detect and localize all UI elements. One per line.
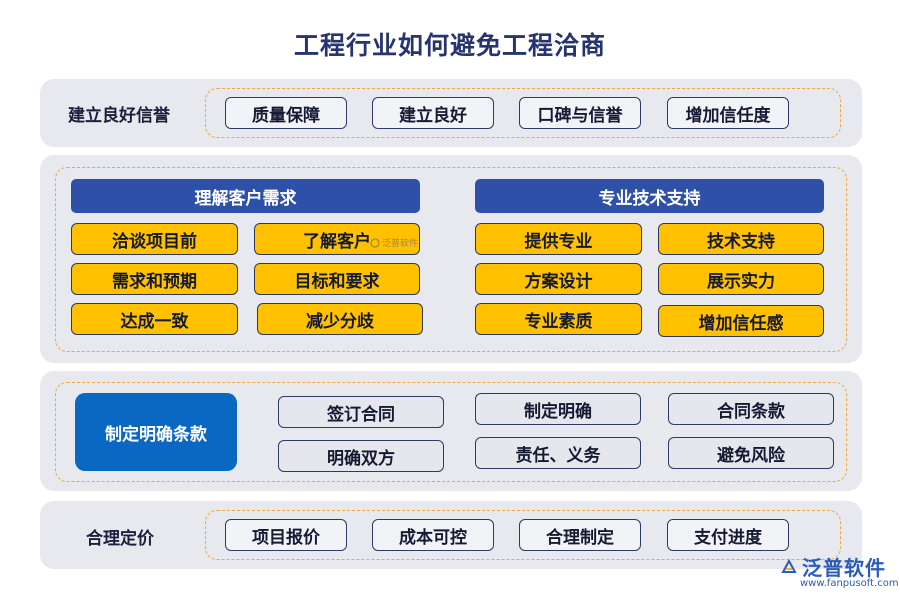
terms-item: 合同条款 bbox=[668, 393, 834, 425]
pricing-label: 合理定价 bbox=[86, 529, 154, 549]
needs-dashed-frame bbox=[55, 167, 847, 352]
terms-item: 明确双方 bbox=[278, 440, 444, 472]
terms-item: 制定明确 bbox=[475, 393, 641, 425]
fanpu-logo-icon bbox=[370, 237, 380, 248]
terms-label: 制定明确条款 bbox=[75, 393, 237, 471]
pricing-item: 合理制定 bbox=[519, 519, 641, 551]
reputation-dashed-frame bbox=[205, 88, 841, 138]
brand-logo: 泛普软件 bbox=[780, 552, 886, 581]
needs-left-item: 达成一致 bbox=[71, 303, 238, 335]
needs-left-item: 减少分歧 bbox=[257, 303, 423, 335]
pricing-item: 项目报价 bbox=[225, 519, 347, 551]
needs-left-item: 需求和预期 bbox=[71, 263, 238, 295]
needs-right-item: 专业素质 bbox=[475, 303, 642, 335]
terms-item: 责任、义务 bbox=[475, 437, 641, 469]
terms-dashed-frame bbox=[55, 382, 847, 482]
needs-right-item: 提供专业 bbox=[475, 223, 642, 255]
reputation-item: 口碑与信誉 bbox=[519, 97, 641, 129]
brand-url: www.fanpusoft.com bbox=[800, 578, 899, 589]
needs-left-item: 目标和要求 bbox=[254, 263, 420, 295]
small-watermark: 泛普软件 bbox=[370, 236, 418, 249]
needs-right-item: 方案设计 bbox=[475, 263, 642, 295]
needs-right-item: 展示实力 bbox=[658, 263, 824, 295]
needs-header-left: 理解客户需求 bbox=[71, 179, 420, 213]
needs-right-item: 增加信任感 bbox=[658, 305, 824, 337]
brand-logo-text: 泛普软件 bbox=[802, 556, 886, 580]
needs-left-item: 了解客户 bbox=[254, 223, 420, 255]
reputation-item: 增加信任度 bbox=[667, 97, 789, 129]
pricing-item: 成本可控 bbox=[372, 519, 494, 551]
page-title: 工程行业如何避免工程洽商 bbox=[293, 31, 606, 60]
reputation-item: 建立良好 bbox=[372, 97, 494, 129]
fanpu-logo-icon bbox=[781, 558, 797, 573]
reputation-item: 质量保障 bbox=[225, 97, 347, 129]
needs-left-item: 洽谈项目前 bbox=[71, 223, 238, 255]
needs-header-right: 专业技术支持 bbox=[475, 179, 824, 213]
reputation-label: 建立良好信誉 bbox=[68, 106, 170, 126]
small-watermark-text: 泛普软件 bbox=[382, 239, 419, 249]
pricing-dashed-frame bbox=[205, 510, 841, 560]
needs-right-item: 技术支持 bbox=[658, 223, 824, 255]
pricing-item: 支付进度 bbox=[667, 519, 789, 551]
terms-item: 签订合同 bbox=[278, 396, 444, 428]
terms-item: 避免风险 bbox=[668, 437, 834, 469]
